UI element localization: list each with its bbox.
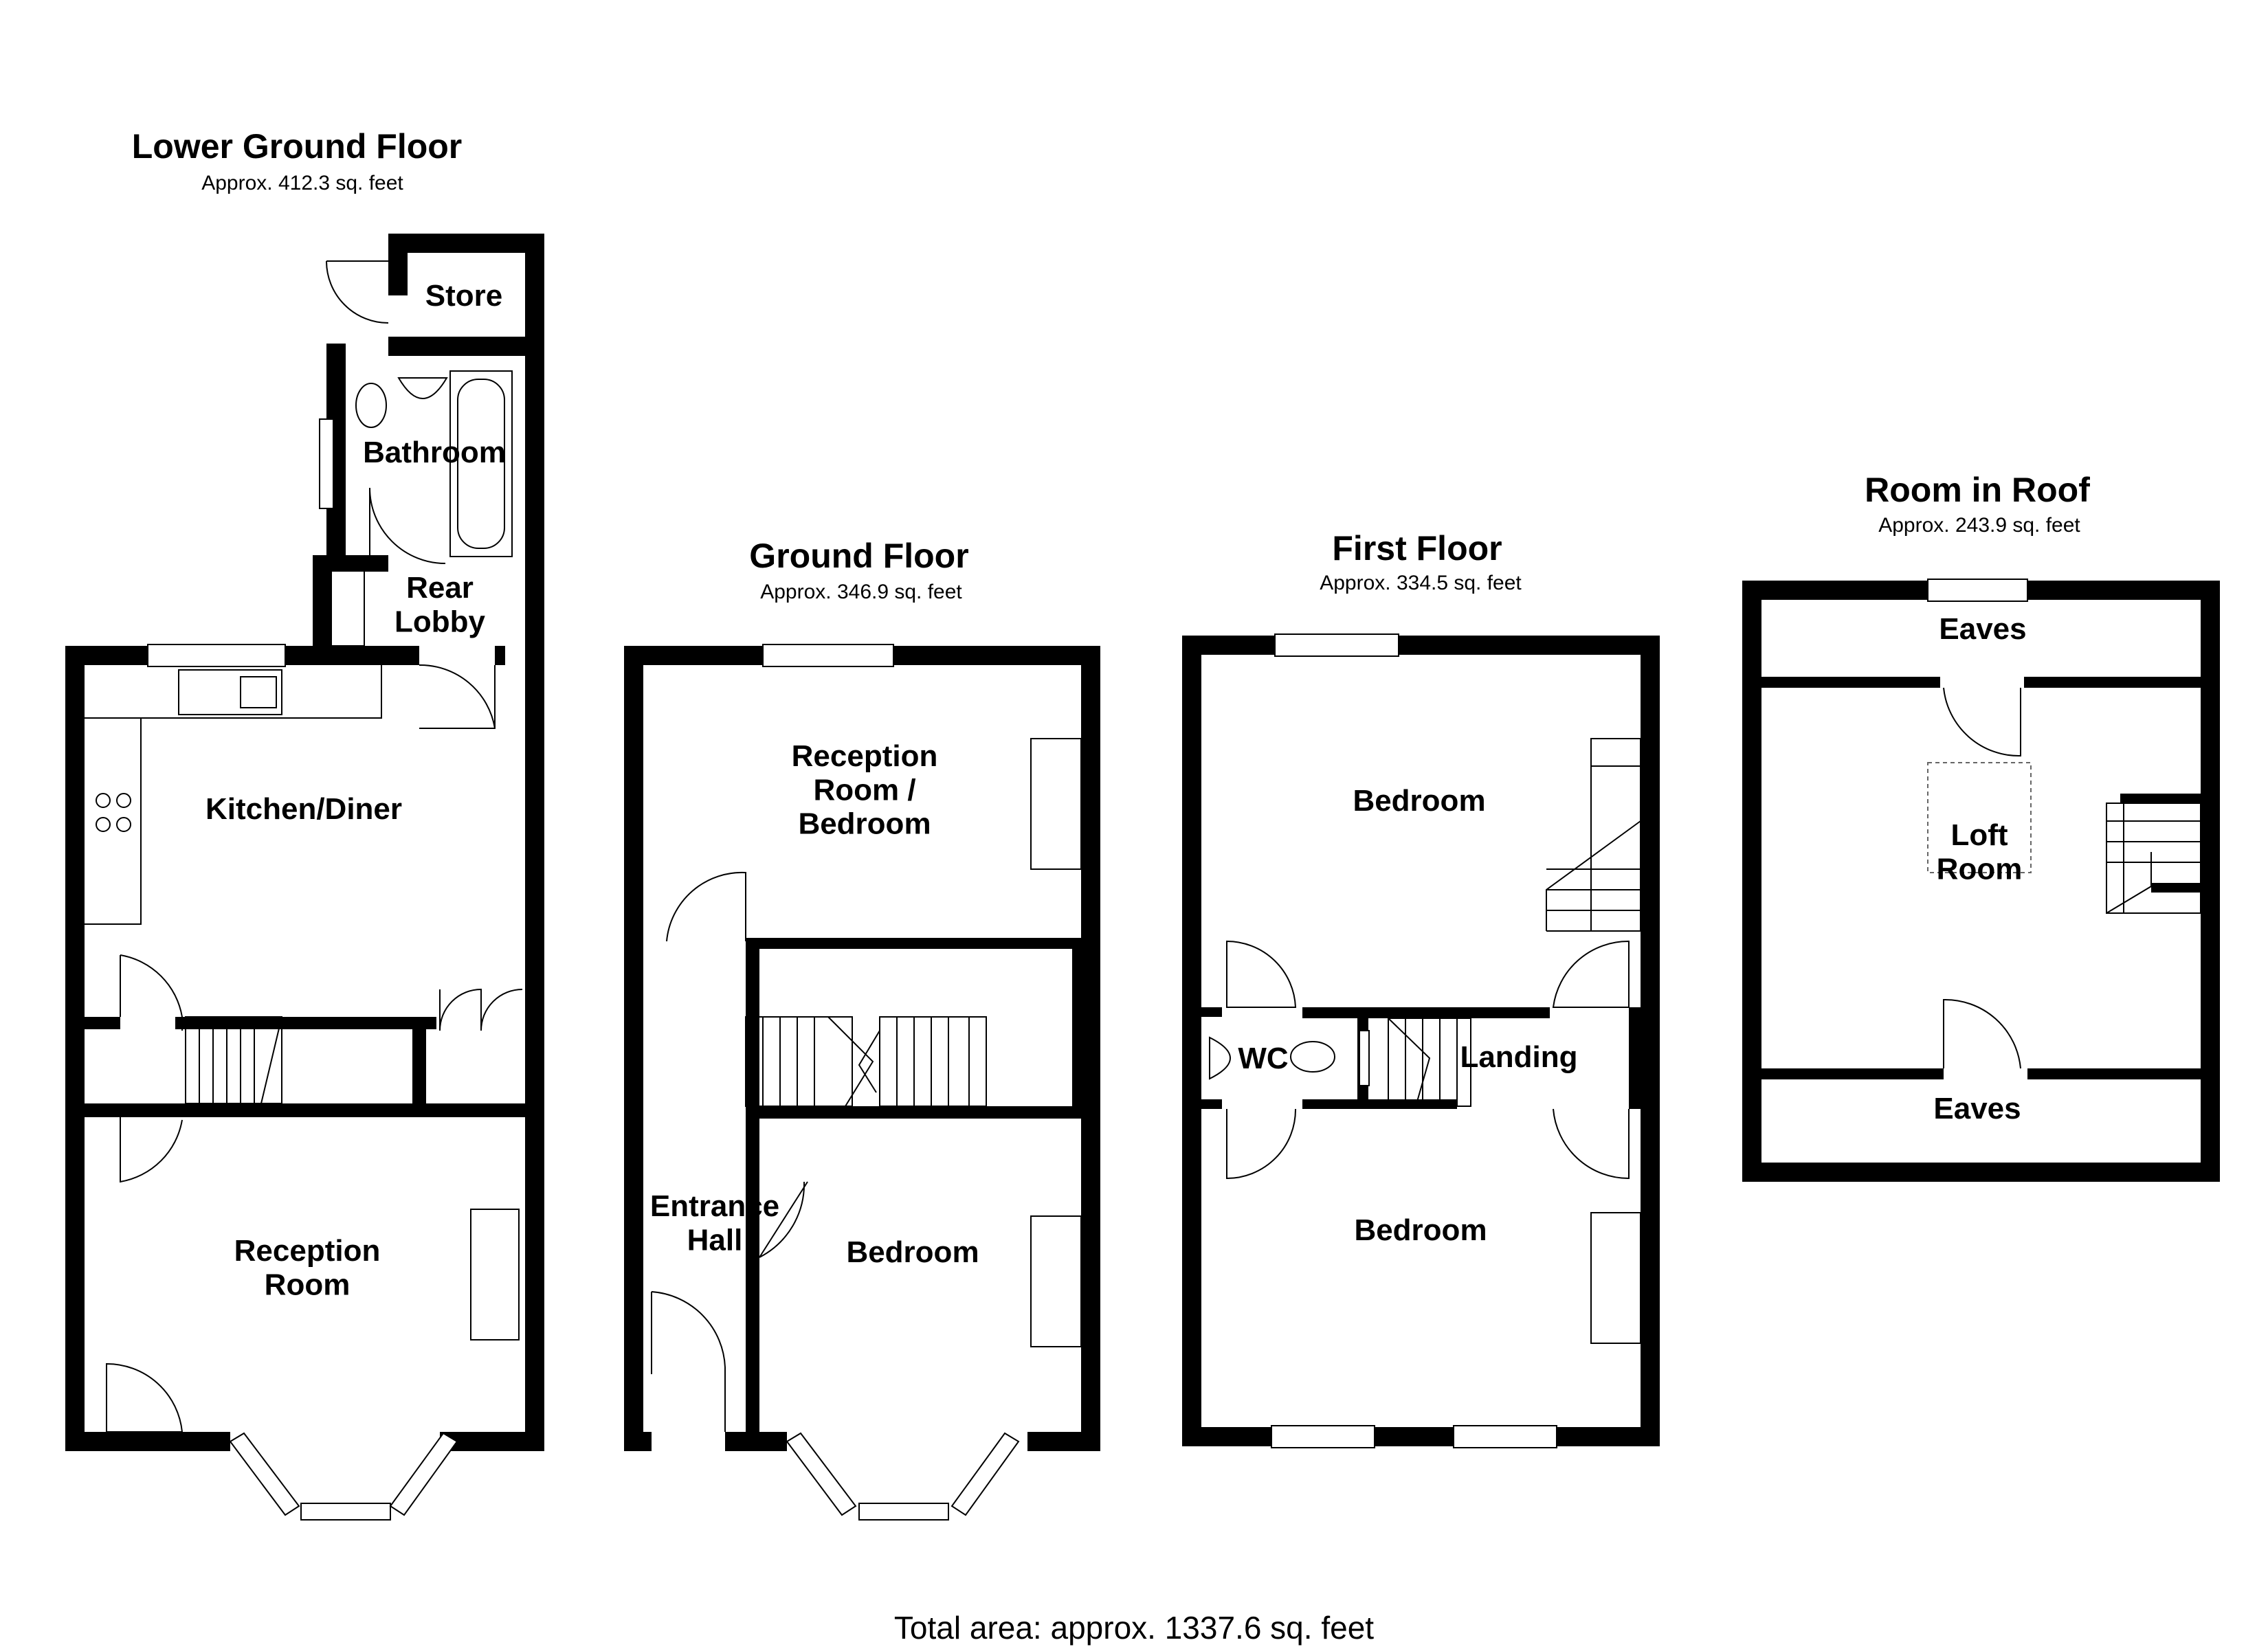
room-label-bedroom: Bedroom <box>1354 1213 1487 1247</box>
total-area: Total area: approx. 1337.6 sq. feet <box>894 1610 1374 1646</box>
room-label-store: Store <box>425 279 502 313</box>
doors <box>651 871 808 1432</box>
room-label-eaves: Eaves <box>1939 612 2026 646</box>
floor-title: Lower Ground Floor <box>132 127 463 166</box>
first-floor: First Floor Approx. 334.5 sq. feet <box>1182 529 1660 1448</box>
room-label-eaves: Eaves <box>1933 1092 2021 1125</box>
floor-area: Approx. 334.5 sq. feet <box>1320 572 1522 594</box>
doors <box>1943 687 2021 1069</box>
room-labels: Bedroom WC Landing Bedroom <box>1238 784 1577 1247</box>
floor-area: Approx. 346.9 sq. feet <box>760 581 962 603</box>
doors <box>106 260 523 1433</box>
windows <box>1927 579 2028 602</box>
ground-floor: Ground Floor Approx. 346.9 sq. feet <box>624 537 1100 1521</box>
fixtures <box>745 738 1082 1347</box>
room-label-landing: Landing <box>1460 1040 1577 1074</box>
room-in-roof: Room in Roof Approx. 243.9 sq. feet <box>1742 471 2220 1182</box>
fixtures <box>1209 738 1641 1344</box>
room-label-bedroom: Bedroom <box>846 1235 979 1269</box>
room-label-bathroom: Bathroom <box>363 436 506 469</box>
fixtures <box>1927 762 2201 914</box>
floor-area: Approx. 412.3 sq. feet <box>201 172 403 194</box>
walls <box>624 646 1100 1451</box>
windows <box>1271 633 1557 1448</box>
windows <box>762 644 1020 1521</box>
windows <box>147 418 458 1521</box>
lower-ground-floor: Lower Ground Floor Approx. 412.3 sq. fee… <box>65 127 544 1521</box>
fixtures <box>85 370 520 1340</box>
doors <box>1226 940 1630 1180</box>
room-label-kitchen-diner: Kitchen/Diner <box>205 792 402 826</box>
room-label-bedroom: Bedroom <box>1353 784 1485 818</box>
floor-title: Ground Floor <box>749 537 968 575</box>
room-label-wc: WC <box>1238 1042 1288 1075</box>
walls <box>1182 636 1660 1446</box>
floor-title: Room in Roof <box>1865 471 2090 509</box>
floor-title: First Floor <box>1332 529 1502 568</box>
floor-area: Approx. 243.9 sq. feet <box>1878 514 2080 537</box>
